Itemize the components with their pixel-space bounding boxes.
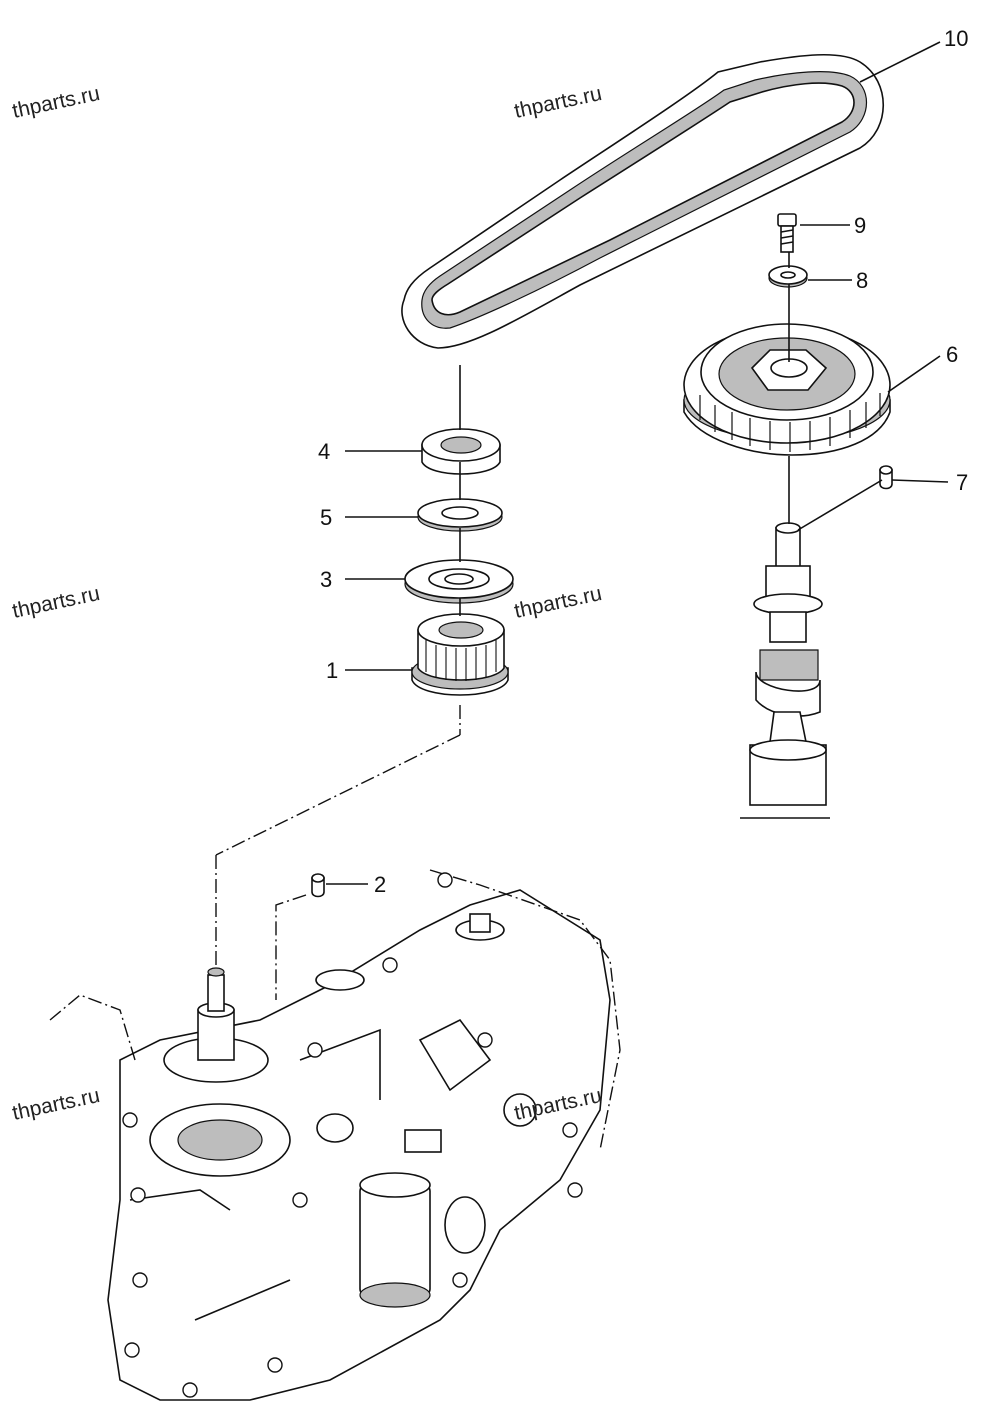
leader-lines (326, 41, 949, 885)
callout-3: 3 (320, 567, 332, 592)
lock-washer (417, 498, 503, 532)
watermark: thparts.ru (10, 1084, 102, 1125)
washer (768, 265, 808, 288)
watermark: thparts.ru (512, 82, 604, 123)
callout-7: 7 (956, 470, 968, 495)
engine-block (49, 869, 621, 1401)
callout-labels: 10 9 8 6 7 4 5 3 1 2 (318, 26, 968, 897)
dowel-pin-lower (311, 873, 325, 898)
watermark: thparts.ru (10, 582, 102, 623)
crankshaft-pulley (411, 613, 509, 696)
callout-10: 10 (944, 26, 968, 51)
callout-6: 6 (946, 342, 958, 367)
assembly-lines (215, 252, 790, 1000)
callout-1: 1 (326, 658, 338, 683)
timing-belt (401, 53, 884, 349)
callout-2: 2 (374, 872, 386, 897)
watermark: thparts.ru (10, 82, 102, 123)
plate-washer (404, 559, 514, 604)
callout-5: 5 (320, 505, 332, 530)
camshaft-pulley (683, 323, 891, 456)
callout-4: 4 (318, 439, 330, 464)
camshaft (740, 522, 830, 819)
bolt (777, 213, 797, 253)
callout-9: 9 (854, 213, 866, 238)
watermark: thparts.ru (512, 582, 604, 623)
callout-8: 8 (856, 268, 868, 293)
flywheel-nut (421, 428, 501, 475)
dowel-pin-upper (879, 465, 893, 490)
